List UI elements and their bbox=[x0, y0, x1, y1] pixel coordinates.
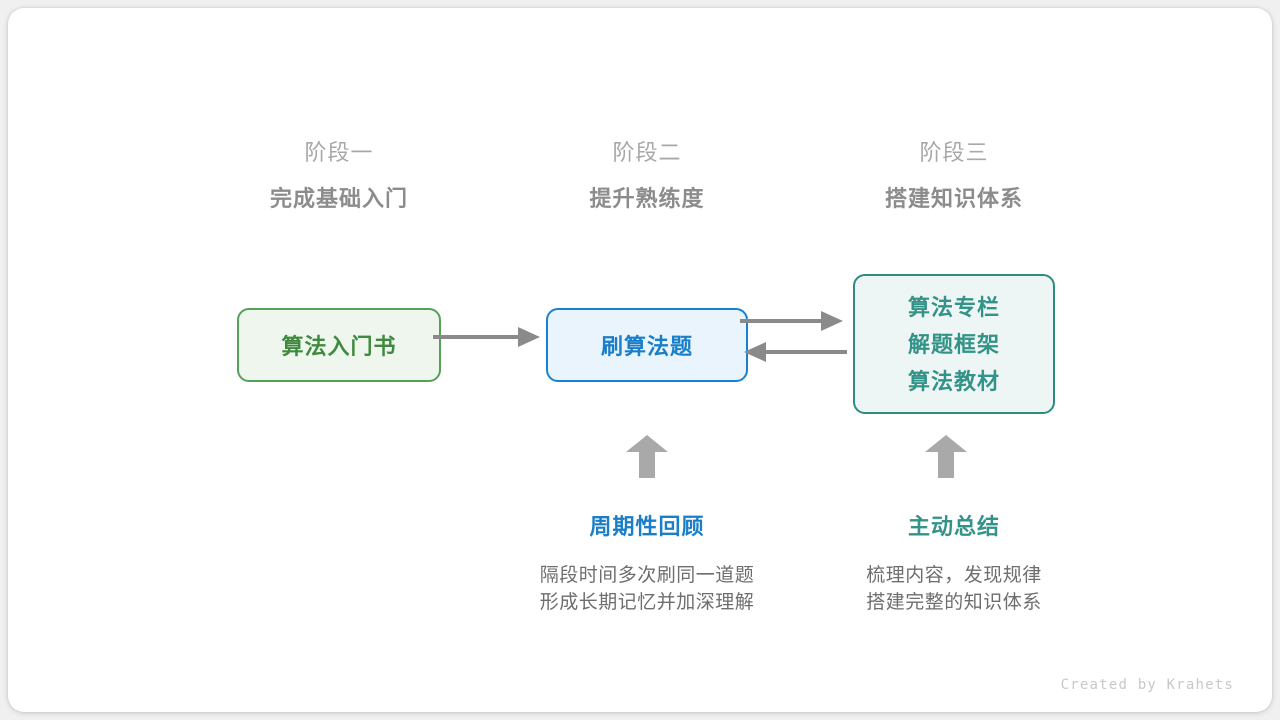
node-resource-line-1: 算法专栏 bbox=[907, 294, 1000, 320]
node-intro-book-label: 算法入门书 bbox=[281, 334, 397, 359]
note-periodic-review-desc-line-2: 形成长期记忆并加深理解 bbox=[539, 592, 755, 613]
note-periodic-review-desc: 隔段时间多次刷同一道题 形成长期记忆并加深理解 bbox=[487, 562, 807, 616]
note-active-summary-title: 主动总结 bbox=[907, 514, 1000, 539]
arrow-blue-to-teal-icon bbox=[740, 311, 843, 331]
arrow-teal-to-blue-icon bbox=[744, 342, 847, 362]
note-periodic-review: 周期性回顾 隔段时间多次刷同一道题 形成长期记忆并加深理解 bbox=[487, 512, 807, 616]
node-resource-line-3: 算法教材 bbox=[907, 368, 1000, 394]
diagram-canvas: 阶段一 完成基础入门 阶段二 提升熟练度 阶段三 搭建知识体系 算法入门书 刷算… bbox=[8, 8, 1272, 712]
node-intro-book[interactable]: 算法入门书 bbox=[237, 308, 441, 382]
stage-header-2: 阶段二 提升熟练度 bbox=[517, 136, 777, 216]
stage-3-number: 阶段三 bbox=[919, 140, 989, 165]
arrow-review-up-icon bbox=[626, 435, 668, 478]
note-periodic-review-title: 周期性回顾 bbox=[589, 514, 705, 539]
stage-2-number: 阶段二 bbox=[612, 140, 682, 165]
note-active-summary-desc-line-2: 搭建完整的知识体系 bbox=[866, 592, 1042, 613]
stage-header-3: 阶段三 搭建知识体系 bbox=[824, 136, 1084, 216]
node-practice-problems[interactable]: 刷算法题 bbox=[546, 308, 748, 382]
stage-3-title: 搭建知识体系 bbox=[884, 186, 1023, 211]
arrow-green-to-blue-icon bbox=[433, 327, 540, 347]
note-periodic-review-desc-line-1: 隔段时间多次刷同一道题 bbox=[539, 565, 755, 586]
stage-header-1: 阶段一 完成基础入门 bbox=[209, 136, 469, 216]
stage-2-title: 提升熟练度 bbox=[589, 186, 705, 211]
note-active-summary-desc-line-1: 梳理内容，发现规律 bbox=[866, 565, 1042, 586]
arrow-summary-up-icon bbox=[925, 435, 967, 478]
note-active-summary-desc: 梳理内容，发现规律 搭建完整的知识体系 bbox=[794, 562, 1114, 616]
note-active-summary: 主动总结 梳理内容，发现规律 搭建完整的知识体系 bbox=[794, 512, 1114, 616]
stage-1-title: 完成基础入门 bbox=[269, 186, 408, 211]
node-knowledge-resources[interactable]: 算法专栏 解题框架 算法教材 bbox=[853, 274, 1055, 414]
node-practice-problems-label: 刷算法题 bbox=[600, 334, 693, 359]
watermark-credit: Created by Krahets bbox=[1060, 677, 1234, 693]
stage-1-number: 阶段一 bbox=[304, 140, 374, 165]
node-resource-line-2: 解题框架 bbox=[907, 331, 1000, 357]
